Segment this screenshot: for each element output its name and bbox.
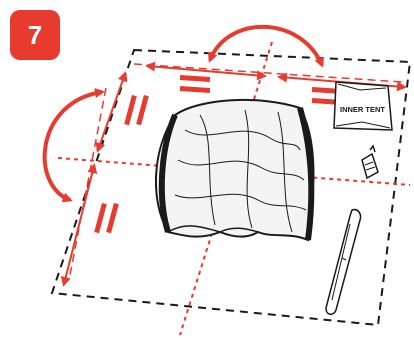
guide-line-left: [69, 87, 107, 276]
equal-sign-icon: [94, 202, 119, 234]
inner-tent-fabric-illustration: [154, 98, 315, 242]
dimension-arrow-top-left: [145, 61, 267, 81]
equal-sign-icon: [124, 94, 149, 126]
step-number-badge: 7: [10, 10, 60, 60]
curved-double-arrow-icon: [42, 88, 105, 203]
guide-line-top: [133, 63, 403, 83]
dimension-arrow-left-lower: [60, 163, 98, 287]
inner-tent-bag-icon: INNER TENT: [333, 81, 393, 131]
inner-tent-label: INNER TENT: [340, 105, 385, 114]
stake-bag-icon: [361, 144, 379, 180]
pole-bag-icon: [325, 208, 362, 315]
equal-sign-icon: [179, 74, 211, 94]
curved-double-arrow-icon: [207, 24, 324, 68]
dimension-arrow-left-upper: [95, 71, 128, 153]
